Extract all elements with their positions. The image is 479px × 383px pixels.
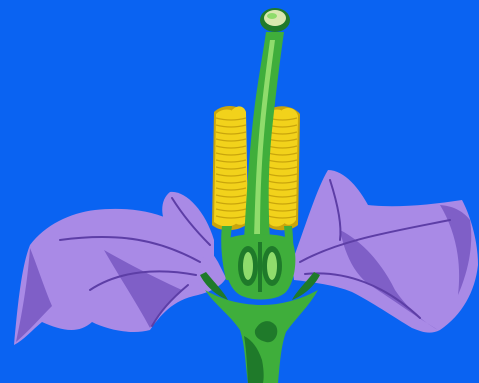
stigma — [260, 8, 290, 32]
left-anther — [212, 106, 248, 230]
ovary — [224, 234, 295, 300]
